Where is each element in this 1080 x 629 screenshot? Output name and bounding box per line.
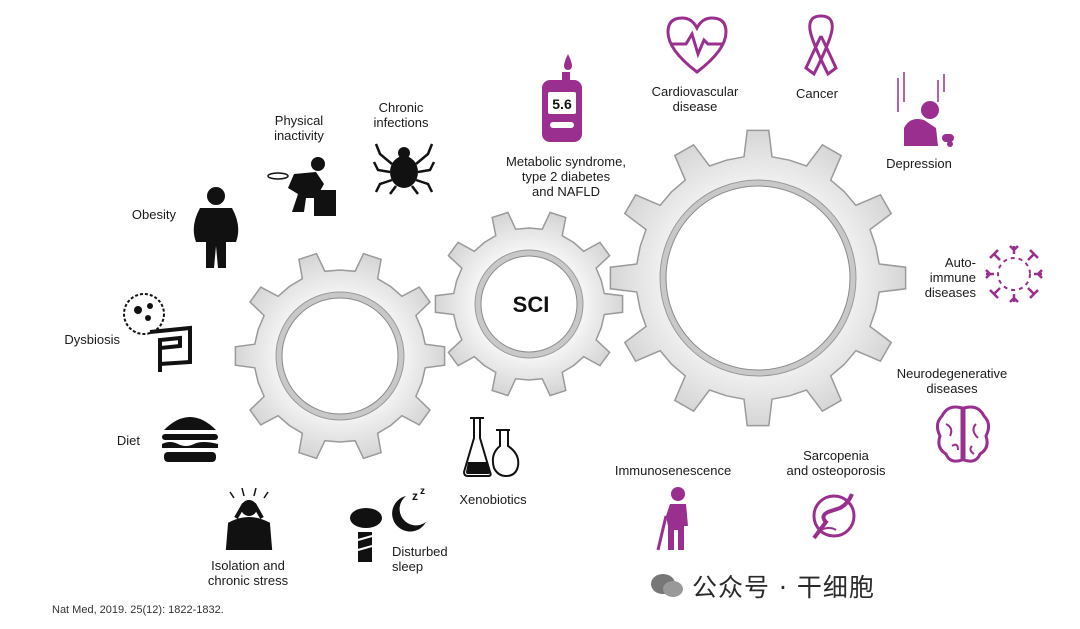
depressed-person-icon bbox=[897, 72, 954, 147]
label-cancer: Cancer bbox=[796, 86, 838, 101]
label-line: Chronic bbox=[378, 100, 424, 115]
middle-gear bbox=[434, 211, 624, 397]
obese-person-icon bbox=[193, 187, 239, 268]
label-line: disease bbox=[672, 99, 718, 114]
label-isolation-stress: Isolation and chronic stress bbox=[198, 558, 298, 588]
elderly-person-icon bbox=[656, 487, 688, 551]
svg-text:z: z bbox=[420, 486, 425, 497]
label-line: chronic stress bbox=[207, 573, 289, 588]
label-autoimmune: Auto- immune diseases bbox=[910, 255, 976, 300]
label-xenobiotics: Xenobiotics bbox=[459, 492, 527, 507]
flasks-icon bbox=[462, 417, 520, 478]
label-obesity: Obesity bbox=[131, 207, 176, 222]
label-line: Neurodegenerative bbox=[896, 366, 1008, 381]
label-line: diseases bbox=[924, 285, 976, 300]
watermark-text: 公众号 · 干细胞 bbox=[692, 573, 875, 602]
bone-joint-icon bbox=[812, 493, 856, 540]
large-gear-hole bbox=[665, 185, 851, 371]
label-line: and osteoporosis bbox=[786, 463, 886, 478]
label-immunosenescence: Immunosenescence bbox=[614, 463, 732, 478]
wechat-logo-icon bbox=[651, 574, 683, 597]
glucometer-icon bbox=[542, 54, 582, 142]
label-cardiovascular: Cardiovascular disease bbox=[640, 84, 750, 114]
label-depression: Depression bbox=[886, 156, 952, 171]
label-diet: Diet bbox=[116, 433, 140, 448]
burger-icon bbox=[162, 417, 218, 462]
gut-bacteria-icon bbox=[123, 293, 192, 372]
label-line: Sarcopenia bbox=[803, 448, 869, 463]
label-line: type 2 diabetes bbox=[521, 169, 611, 184]
sleep-sheep-moon-icon: z z bbox=[350, 486, 426, 562]
sitting-person-icon bbox=[267, 157, 336, 216]
label-line: Disturbed bbox=[392, 544, 448, 559]
label-line: Physical bbox=[274, 113, 324, 128]
ribbon-icon bbox=[804, 14, 838, 77]
stressed-person-icon bbox=[225, 488, 273, 550]
label-line: and NAFLD bbox=[532, 184, 600, 199]
glucometer-reading: 5.6 bbox=[552, 96, 572, 112]
antibody-ring-icon bbox=[985, 245, 1043, 303]
label-disturbed-sleep: Disturbed sleep bbox=[392, 544, 462, 574]
label-neurodegenerative: Neurodegenerative diseases bbox=[886, 366, 1018, 396]
label-line: Auto- bbox=[944, 255, 976, 270]
watermark: 公众号 · 干细胞 bbox=[650, 568, 875, 604]
svg-text:z: z bbox=[412, 489, 418, 503]
label-line: inactivity bbox=[274, 128, 324, 143]
citation: Nat Med, 2019. 25(12): 1822-1832. bbox=[52, 604, 224, 616]
middle-gear-hole bbox=[480, 255, 578, 353]
label-line: immune bbox=[929, 270, 976, 285]
tick-icon bbox=[372, 143, 436, 195]
brain-icon bbox=[935, 405, 991, 463]
left-gear-hole bbox=[281, 297, 399, 415]
label-physical-inactivity: Physical inactivity bbox=[266, 113, 332, 143]
label-metabolic: Metabolic syndrome, type 2 diabetes and … bbox=[496, 154, 636, 199]
label-line: Isolation and bbox=[211, 558, 285, 573]
label-sarcopenia: Sarcopenia and osteoporosis bbox=[776, 448, 896, 478]
left-gear bbox=[234, 252, 446, 460]
label-line: sleep bbox=[392, 559, 424, 574]
label-dysbiosis: Dysbiosis bbox=[64, 332, 120, 347]
label-chronic-infections: Chronic infections bbox=[366, 100, 436, 130]
label-line: diseases bbox=[926, 381, 978, 396]
label-line: infections bbox=[373, 115, 429, 130]
center-label-sci: SCI bbox=[512, 292, 550, 317]
large-gear bbox=[609, 129, 907, 427]
label-line: Cardiovascular bbox=[651, 84, 739, 99]
heart-icon bbox=[666, 16, 728, 74]
label-line: Metabolic syndrome, bbox=[506, 154, 626, 169]
